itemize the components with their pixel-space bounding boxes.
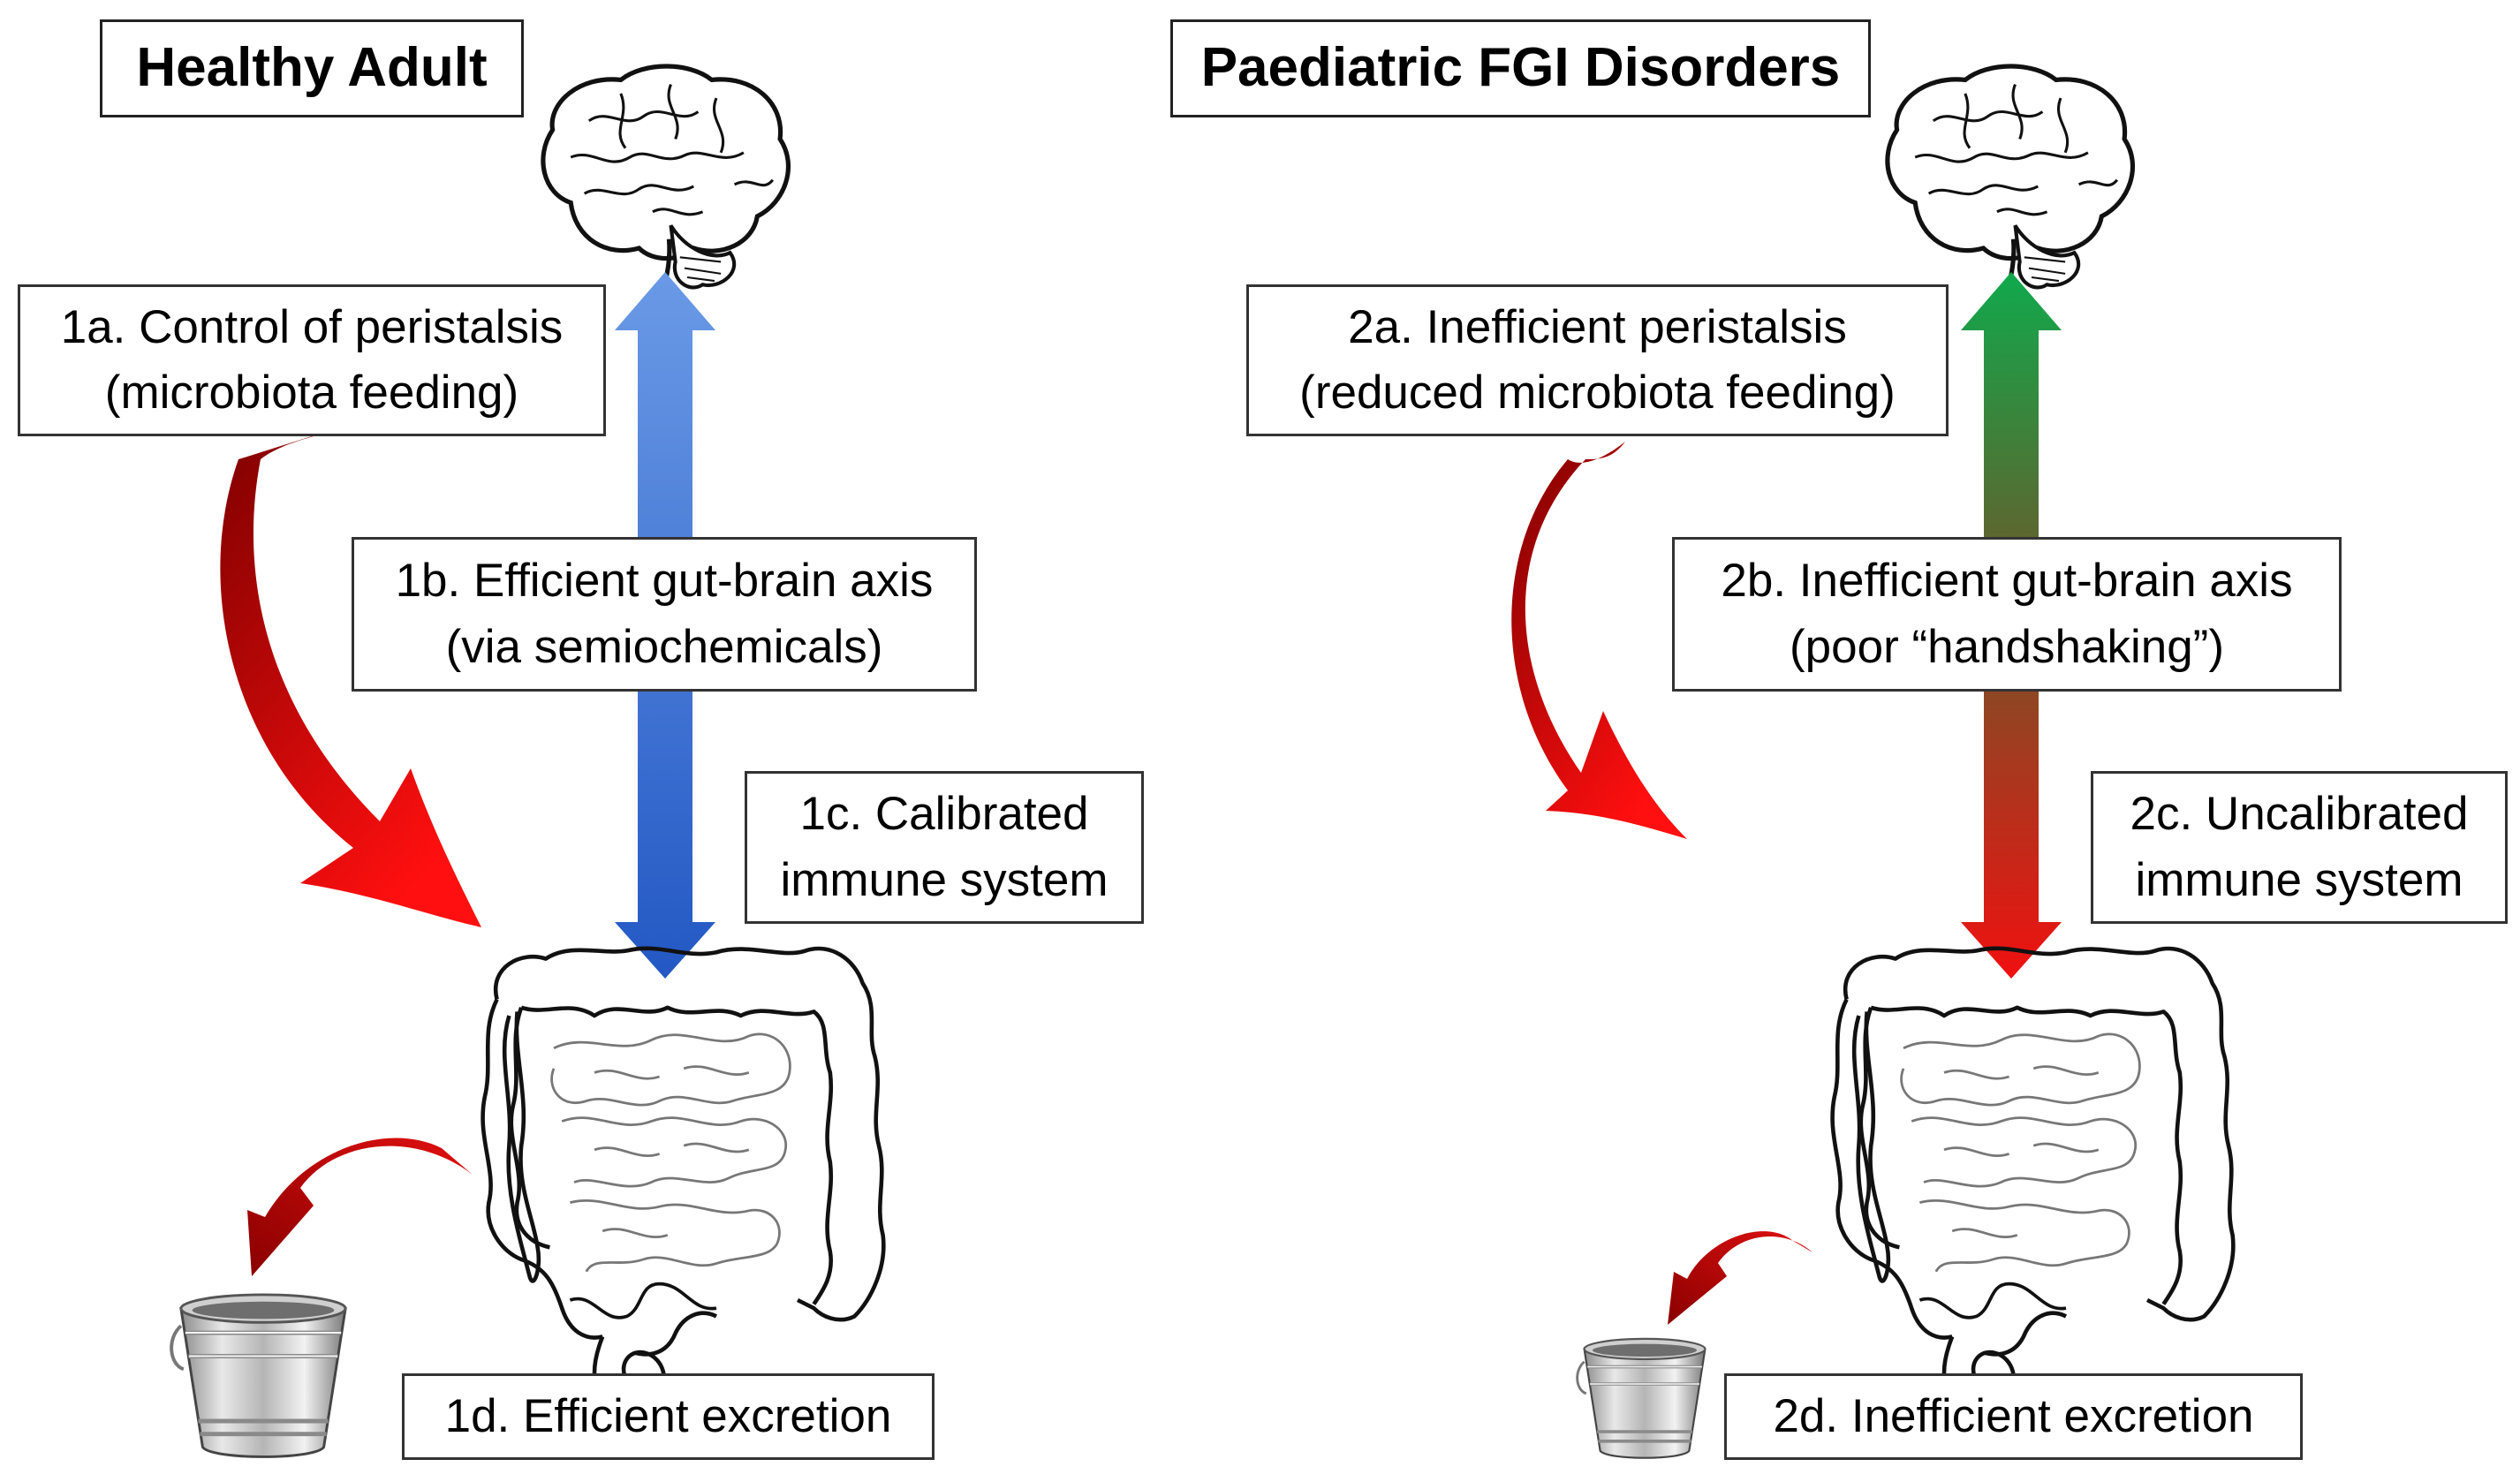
- right-label-2c-line2: immune system: [2135, 853, 2463, 906]
- left-panel-title: Healthy Adult: [100, 19, 524, 117]
- left-panel-title-text: Healthy Adult: [136, 37, 488, 99]
- right-label-2a-line1: 2a. Inefficient peristalsis: [1348, 300, 1847, 353]
- right-label-2c: 2c. Uncalibrated immune system: [2091, 771, 2508, 924]
- left-label-1a-line1: 1a. Control of peristalsis: [60, 300, 564, 353]
- right-intestine-icon: [1833, 949, 2234, 1412]
- right-label-2a-line2: (reduced microbiota feeding): [1299, 367, 1896, 419]
- right-label-2c-line1: 2c. Uncalibrated: [2130, 788, 2469, 841]
- right-label-2a: 2a. Inefficient peristalsis (reduced mic…: [1246, 284, 1949, 436]
- right-label-2b: 2b. Inefficient gut-brain axis (poor “ha…: [1672, 537, 2342, 692]
- left-label-1a-line2: (microbiota feeding): [104, 367, 519, 419]
- right-panel-title: Paediatric FGI Disorders: [1170, 19, 1871, 117]
- right-label-2d: 2d. Inefficient excretion: [1724, 1373, 2303, 1460]
- left-label-1c: 1c. Calibrated immune system: [745, 771, 1144, 924]
- left-label-1d: 1d. Efficient excretion: [402, 1373, 935, 1460]
- right-label-2b-line2: (poor “handshaking”): [1790, 620, 2224, 673]
- right-label-2b-line1: 2b. Inefficient gut-brain axis: [1721, 555, 2293, 608]
- left-peristalsis-arrow: [220, 422, 482, 927]
- right-peristalsis-arrow: [1511, 442, 1687, 839]
- left-excretion-arrow: [247, 1138, 473, 1276]
- right-excretion-arrow: [1668, 1231, 1812, 1325]
- left-brain-icon: [543, 66, 789, 294]
- left-label-1d-text: 1d. Efficient excretion: [444, 1389, 892, 1442]
- right-panel-artwork: [1511, 66, 2234, 1460]
- left-label-1b-line1: 1b. Efficient gut-brain axis: [395, 555, 934, 608]
- right-brain-icon: [1888, 66, 2133, 294]
- left-label-1a: 1a. Control of peristalsis (microbiota f…: [18, 284, 606, 436]
- right-panel-title-text: Paediatric FGI Disorders: [1200, 37, 1841, 99]
- left-label-1b-line2: (via semiochemicals): [445, 620, 883, 673]
- left-intestine-icon: [483, 949, 884, 1412]
- left-label-1b: 1b. Efficient gut-brain axis (via semioc…: [352, 537, 977, 692]
- left-label-1c-line2: immune system: [780, 853, 1109, 906]
- left-bucket-icon: [171, 1295, 345, 1457]
- right-label-2d-text: 2d. Inefficient excretion: [1773, 1389, 2254, 1442]
- right-bucket-icon: [1575, 1337, 1707, 1460]
- left-panel-artwork: [171, 66, 883, 1456]
- left-label-1c-line1: 1c. Calibrated: [799, 788, 1089, 841]
